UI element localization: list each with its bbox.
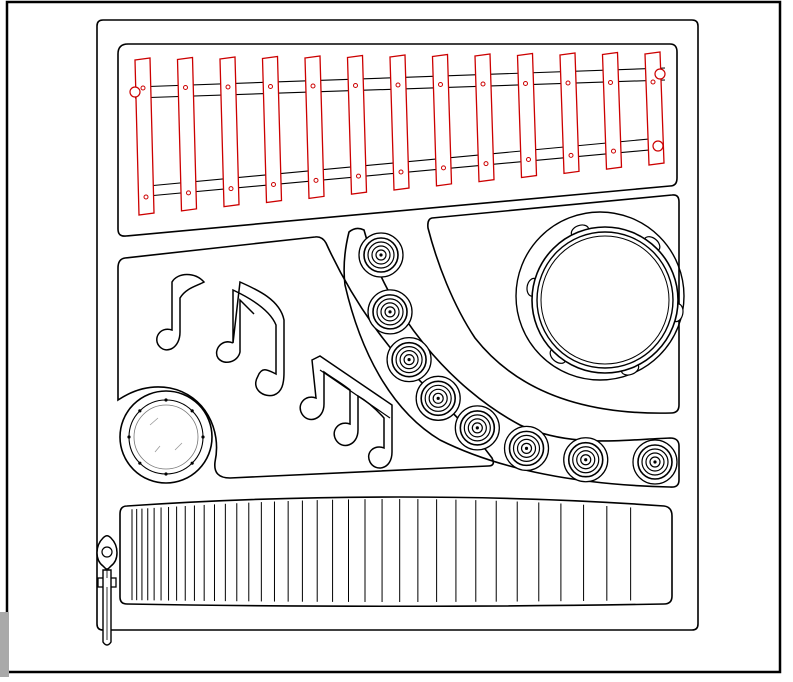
mallet [96, 535, 118, 646]
tambourine-rim-inner [536, 231, 674, 369]
bell-icon [415, 375, 461, 421]
corner-tab [0, 612, 9, 677]
tambourine-recess [515, 211, 685, 381]
xylophone-bar [304, 55, 325, 200]
xylophone-bar [176, 56, 198, 212]
xylophone-bar [474, 53, 495, 183]
guiro-ridges [131, 499, 632, 602]
xylophone-bar [346, 54, 368, 195]
xylophone-bar [261, 55, 283, 204]
xylophone-bar [559, 52, 580, 175]
xylophone-bar [601, 51, 623, 170]
music-notes-beamed-icon [299, 355, 393, 469]
bell-icon [386, 337, 432, 383]
tambourine-panel [427, 194, 685, 414]
drum-shell [119, 390, 213, 484]
rail-end-cap [652, 140, 664, 152]
outer-frame [5, 0, 782, 674]
music-notes-panel [117, 236, 495, 479]
bell-icon [632, 439, 678, 485]
xylophone-bar [389, 54, 410, 191]
xylophone-bar [134, 57, 155, 216]
bell-icon [454, 405, 500, 451]
bells-panel-outline [343, 227, 680, 488]
drum [119, 390, 213, 484]
bell-icon [358, 232, 404, 278]
xylophone-bar [516, 52, 538, 179]
guiro [119, 496, 673, 608]
mallet-head-hole [101, 546, 113, 558]
notes-panel-outline [117, 236, 495, 479]
rail-end-cap [129, 86, 141, 98]
rail-end-cap [654, 68, 666, 80]
tambourine-head [540, 235, 670, 365]
bell-icon [563, 437, 609, 483]
tambourine-panel-outline [427, 194, 680, 414]
bell-icon [503, 425, 550, 472]
xylophone-bar [431, 53, 453, 187]
music-note-icon [156, 273, 206, 351]
drum-lugs [127, 398, 205, 476]
xylophone [117, 43, 678, 237]
bells-panel [343, 227, 680, 488]
xylophone-bar [219, 56, 240, 208]
bell-icon [367, 289, 413, 335]
music-note-icon [215, 280, 285, 397]
drum-head-inner [133, 404, 199, 470]
board-outline [96, 19, 699, 631]
guiro-body [119, 496, 673, 608]
xylophone-panel [117, 43, 678, 237]
